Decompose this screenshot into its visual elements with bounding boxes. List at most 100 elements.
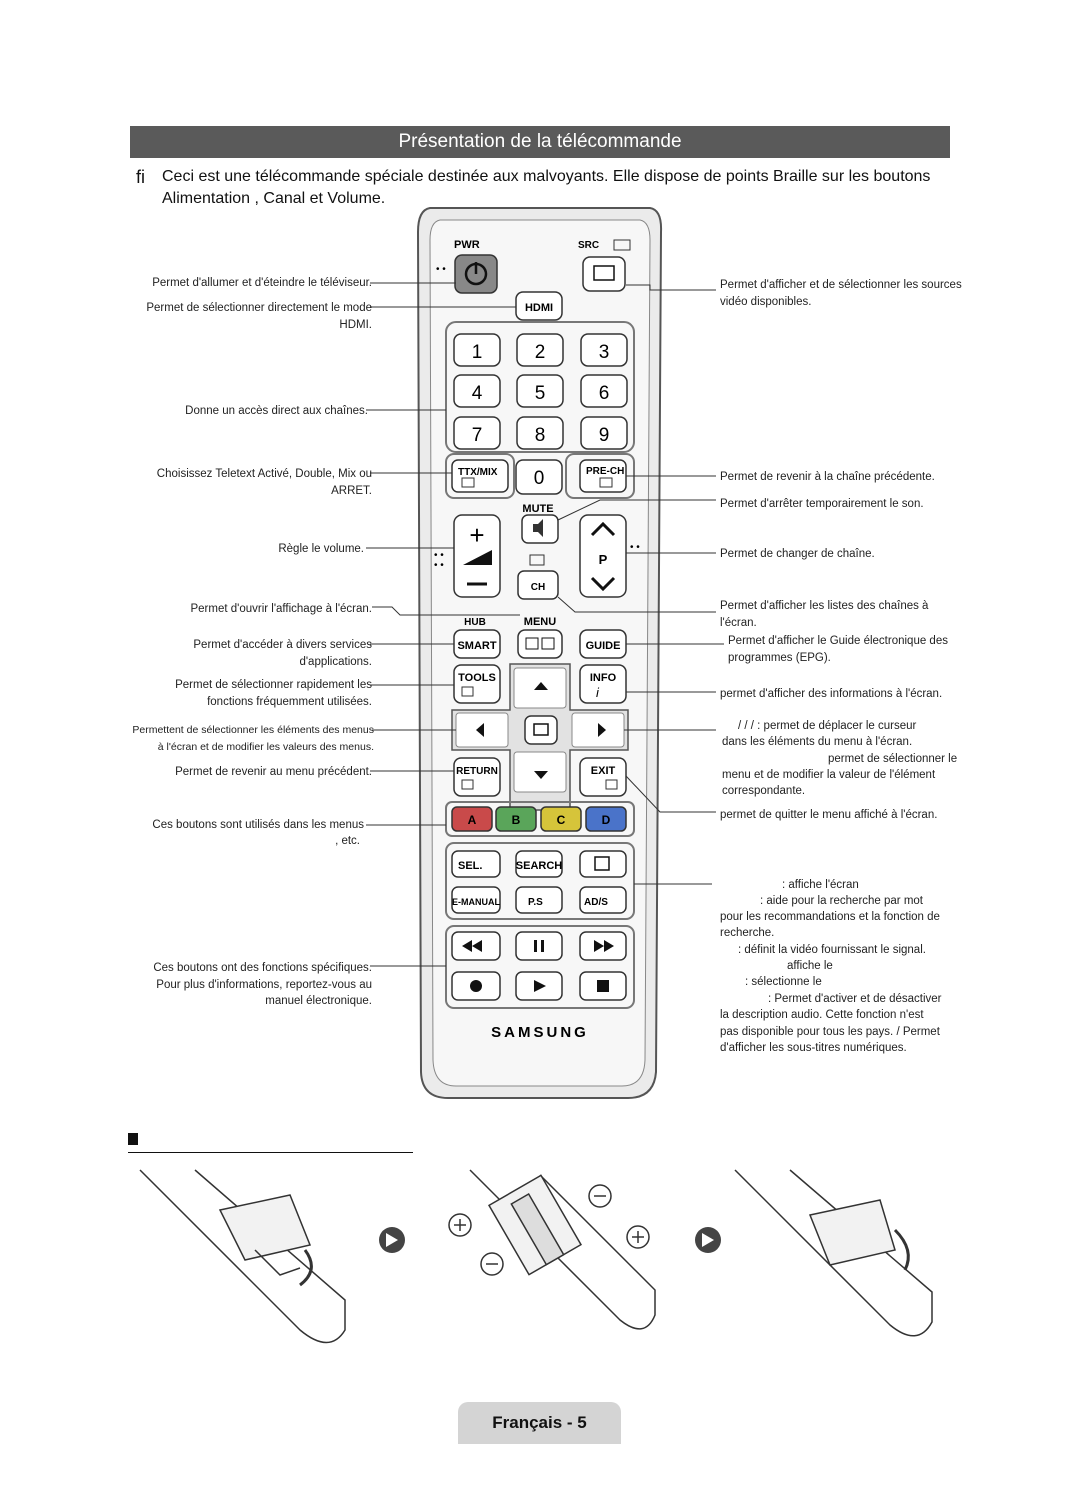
hdmi-button (515, 291, 563, 321)
label-smart: Permet d'accéder à divers services d'app… (193, 639, 372, 668)
svg-text:TTX/MIX: TTX/MIX (458, 467, 498, 478)
digit-button-5[interactable] (516, 374, 564, 408)
label-hdmi: Permet de sélectionner directement le mo… (146, 302, 372, 331)
label-f4: recherche. (720, 927, 775, 939)
search-button (515, 850, 563, 878)
digit-button-1[interactable] (453, 333, 501, 367)
svg-text:MUTE: MUTE (522, 503, 553, 515)
label-nav-2: dans les éléments du menu à l'écran. (722, 736, 913, 748)
label-media: Ces boutons ont des fonctions spécifique… (153, 962, 372, 1007)
digit-label-3: 3 (599, 342, 610, 363)
tools-button (453, 664, 501, 704)
label-f11: d'afficher les sous-titres numériques. (720, 1042, 907, 1054)
label-f8: : Permet d'activer et de désactiver (768, 993, 942, 1005)
label-channels: Donne un accès direct aux chaînes. (185, 405, 368, 417)
label-f1: : affiche l'écran (782, 879, 859, 891)
label-teletext: Choisissez Teletext Activé, Double, Mix … (156, 468, 372, 497)
svg-text:AD/S: AD/S (584, 897, 608, 908)
color-label-c: C (557, 813, 566, 827)
chlist-button (517, 570, 559, 600)
teletext-button (451, 459, 509, 493)
battery-step-1 (139, 1169, 346, 1344)
label-info: permet d'afficher des informations à l'é… (720, 688, 943, 700)
menu-button (517, 629, 563, 659)
svg-text:EXIT: EXIT (591, 765, 616, 777)
digit-button-9[interactable] (580, 416, 628, 450)
digit-label-2: 2 (535, 342, 546, 363)
svg-text:TOOLS: TOOLS (458, 672, 496, 684)
zero-button (515, 459, 563, 495)
ad-button (579, 886, 627, 914)
3d-button (579, 850, 627, 878)
section-title: Présentation de la télécommande (130, 126, 950, 158)
digit-label-9: 9 (599, 425, 610, 446)
color-label-a: A (468, 813, 477, 827)
svg-text:P: P (599, 552, 608, 567)
heading-bullet-icon (128, 1133, 138, 1145)
label-source: Permet d'afficher et de sélectionner les… (720, 279, 962, 308)
svg-text:GUIDE: GUIDE (586, 640, 621, 652)
psize-button (515, 886, 563, 914)
return-button (453, 757, 501, 797)
svg-text:• •: • • (434, 550, 444, 561)
battery-step-3 (734, 1169, 933, 1337)
svg-text:i: i (596, 685, 600, 700)
label-tools: Permet de sélectionner rapidement les fo… (175, 679, 372, 708)
label-color-etc: , etc. (335, 835, 360, 847)
label-color-1: Ces boutons sont utilisés dans les menus (152, 819, 364, 831)
digit-button-2[interactable] (516, 333, 564, 367)
label-f10: pas disponible pour tous les pays. / Per… (720, 1026, 940, 1038)
svg-text:CH: CH (531, 582, 545, 593)
volume-rocker (453, 514, 501, 598)
svg-text:PRE-CH: PRE-CH (586, 466, 624, 477)
emanual-button (451, 886, 501, 914)
label-nav-3: permet de sélectionner le (828, 753, 958, 765)
svg-text:+: + (469, 520, 484, 550)
color-button-d[interactable] (585, 806, 627, 832)
color-button-c[interactable] (540, 806, 582, 832)
color-button-a[interactable] (451, 806, 493, 832)
sel-button (451, 850, 501, 878)
label-mute: Permet d'arrêter temporairement le son. (720, 498, 924, 510)
color-button-b[interactable] (495, 806, 537, 832)
digit-label-8: 8 (535, 425, 546, 446)
digit-button-3[interactable] (580, 333, 628, 367)
svg-text:HDMI: HDMI (525, 302, 553, 314)
digit-label-5: 5 (535, 383, 546, 404)
digit-label-6: 6 (599, 383, 610, 404)
digit-label-7: 7 (472, 425, 483, 446)
label-f7: : sélectionne le (745, 976, 822, 988)
svg-text:• •: • • (434, 560, 444, 571)
label-prech: Permet de revenir à la chaîne précédente… (720, 471, 935, 483)
label-nav-5: correspondante. (722, 785, 806, 797)
page-footer: Français - 5 (458, 1402, 621, 1444)
label-exit: permet de quitter le menu affiché à l'éc… (720, 809, 938, 821)
brand-logo: SAMSUNG (491, 1024, 589, 1041)
svg-text:HUB: HUB (464, 617, 486, 628)
digit-label-4: 4 (472, 383, 483, 404)
note-icon: ﬁ (136, 167, 145, 187)
label-menu: Permet d'ouvrir l'affichage à l'écran. (190, 603, 372, 615)
label-f3: pour les recommandations et la fonction … (720, 911, 940, 923)
label-f5: : définit la vidéo fournissant le signal… (738, 944, 926, 956)
intro-text: Ceci est une télécommande spéciale desti… (162, 168, 931, 207)
svg-text:SMART: SMART (457, 640, 496, 652)
label-nav: Permettent de sélectionner les éléments … (132, 724, 374, 753)
digit-button-4[interactable] (453, 374, 501, 408)
digit-button-6[interactable] (580, 374, 628, 408)
digit-button-7[interactable] (453, 416, 501, 450)
channel-rocker (579, 514, 627, 598)
digit-button-8[interactable] (516, 416, 564, 450)
digit-label-1: 1 (472, 342, 483, 363)
label-chlist: Permet d'afficher les listes des chaînes… (720, 600, 929, 629)
exit-button (579, 757, 627, 797)
label-nav-1: / / / : permet de déplacer le curseur (738, 720, 917, 732)
label-f9: la description audio. Cette fonction n'e… (720, 1009, 924, 1021)
label-guide: Permet d'afficher le Guide électronique … (728, 635, 948, 664)
battery-section-heading (128, 1132, 413, 1153)
svg-text:• •: • • (630, 542, 640, 553)
svg-text:SEL.: SEL. (458, 860, 482, 872)
svg-text:P.S: P.S (528, 897, 543, 908)
svg-text:SRC: SRC (578, 240, 599, 251)
